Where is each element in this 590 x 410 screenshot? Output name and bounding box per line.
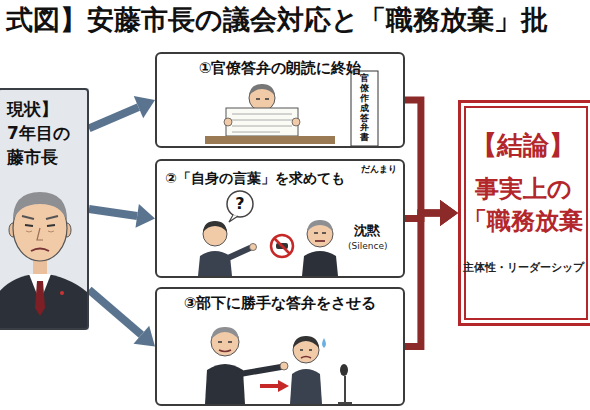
arrow-head (440, 200, 458, 226)
questioner-figure (198, 221, 257, 276)
microphone-symbol (338, 364, 352, 403)
question-bubble (227, 191, 253, 222)
no-speaking-icon (271, 235, 293, 257)
mayor-figure-part (35, 281, 45, 316)
reader-figure-part (292, 118, 300, 126)
mayor-figure-part (25, 225, 55, 226)
subordinate-figure-part (293, 336, 319, 348)
boss-figure (205, 327, 288, 404)
answer-document-part (351, 71, 378, 146)
connector-line (405, 213, 440, 347)
question-mark: ? (228, 194, 252, 214)
mayor-figure-part (22, 216, 58, 219)
panel-heading: ③部下に勝手な答弁をさせる (165, 293, 395, 313)
reader-figure-part (249, 85, 275, 111)
mayor-figure-part (13, 192, 67, 222)
connector-arrow (405, 200, 458, 347)
boss-figure-part (211, 328, 239, 356)
connector-line (89, 290, 141, 335)
reader-figure-part (232, 114, 292, 132)
questioner-figure-part (203, 222, 227, 246)
reader-figure-part (224, 118, 232, 126)
subordinate-figure-part (293, 337, 319, 363)
silent-figure (302, 220, 338, 276)
conclusion-box: 【結論】事実上の 「職務放棄主体性・リーダーシップ (458, 100, 590, 326)
connector-arrow (89, 204, 155, 228)
subordinate-figure (290, 336, 326, 404)
arrow-head (134, 326, 155, 347)
silent-figure-part (307, 221, 333, 247)
mayor-figure-part (31, 249, 49, 252)
push-arrow-part (260, 384, 278, 388)
questioner-figure-part (250, 244, 257, 251)
no-speaking-icon-part (271, 235, 293, 257)
microphone-symbol-part (344, 376, 346, 403)
question-bubble-part (229, 215, 238, 222)
mayor-figure-part (37, 228, 43, 240)
reader-figure-part (256, 98, 269, 100)
silence-label: 沈黙 (354, 222, 380, 240)
silence-label: (Silence) (348, 241, 387, 251)
ruby-note: だんまり (361, 163, 397, 176)
silent-figure-part (315, 240, 325, 242)
arrow-head (134, 96, 155, 118)
microphone-symbol-part (340, 364, 348, 376)
arrow-head (440, 200, 458, 226)
push-arrow-part (278, 380, 289, 392)
answer-document (351, 71, 378, 146)
boss-figure-part (205, 364, 245, 404)
subordinate-figure-part (300, 349, 312, 351)
mayor-figure-part (0, 88, 89, 330)
mayor-figure-part (26, 231, 54, 232)
silent-figure-part (302, 251, 338, 276)
conclusion-note: 主体性・リーダーシップ (461, 260, 585, 275)
status-box: 現状】 7年目の 藤市長 (0, 88, 89, 330)
subordinate-figure-part (290, 369, 322, 404)
reader-figure (205, 84, 335, 144)
arrow-head (135, 204, 155, 228)
silent-figure-part (307, 220, 333, 232)
reader-figure-part (249, 84, 275, 96)
connector-line (89, 209, 137, 216)
boss-figure-part (218, 341, 232, 343)
microphone-symbol-part (338, 402, 352, 404)
mayor-figure-part (0, 273, 87, 328)
boss-figure-part (280, 362, 288, 370)
panel-heading: ②「自身の言葉」を求めても (165, 165, 395, 188)
boss-figure-part (240, 367, 281, 374)
boss-figure-part (211, 327, 239, 340)
cause-panel: ③部下に勝手な答弁をさせる (155, 287, 405, 406)
mayor-figure (0, 88, 89, 330)
connector-arrow (89, 290, 155, 347)
no-speaking-icon-part (274, 238, 290, 254)
questioner-figure-part (198, 251, 232, 276)
connector-arrow (89, 96, 155, 128)
arrow-head (440, 200, 458, 226)
question-bubble-part (227, 191, 253, 217)
questioner-figure-part (228, 248, 250, 258)
connector-arrow (405, 100, 458, 226)
connector-line (89, 107, 138, 128)
reader-figure-part (226, 108, 298, 136)
conclusion-text: 事実上の 「職務放棄 (461, 173, 585, 238)
status-text: 現状】 7年目の 藤市長 (7, 98, 83, 169)
connector-line (405, 100, 440, 213)
diagram-title: 式図】安藤市長の議会対応と「職務放棄」批 (6, 4, 548, 36)
silent-figure-part (314, 232, 326, 234)
boss-figure-part (219, 350, 231, 352)
cause-panel: ②「自身の言葉」を求めてもだんまり (155, 159, 405, 278)
push-arrow (260, 380, 289, 392)
questioner-figure-part (203, 221, 227, 232)
reader-figure-part (205, 136, 335, 144)
mayor-figure-part (60, 291, 64, 295)
conclusion-tag: 【結論】 (461, 129, 585, 163)
document-label: 官僚作成答弁書 (360, 74, 369, 143)
subordinate-figure-part (322, 338, 326, 348)
subordinate-figure-part (301, 357, 311, 359)
